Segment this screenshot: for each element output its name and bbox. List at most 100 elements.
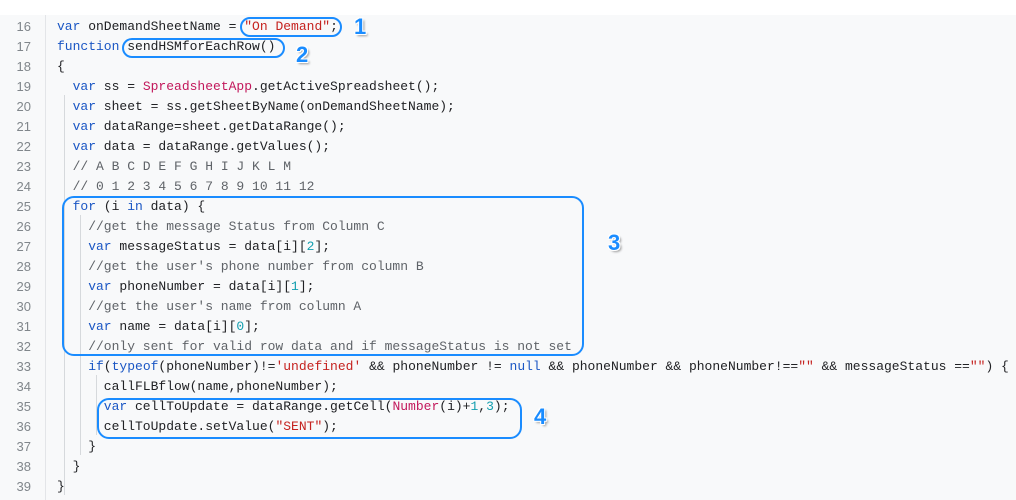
code-line: 19 var ss = SpreadsheetApp.getActiveSprea…: [0, 77, 1016, 97]
indent-guide: [64, 95, 65, 495]
line-number: 32: [16, 339, 31, 354]
code-token: && phoneNumber !=: [361, 359, 510, 374]
number-token: 1: [470, 399, 479, 414]
code-token: ];: [244, 319, 260, 334]
line-number: 27: [16, 239, 31, 254]
line-number: 37: [16, 439, 31, 454]
line-number: 16: [16, 19, 31, 34]
indent-guide: [80, 215, 81, 455]
line-number: 28: [16, 259, 31, 274]
code-token: }: [88, 439, 96, 454]
code-token: );: [322, 419, 338, 434]
code-text: var dataRange=sheet.getDataRange();: [73, 117, 346, 137]
annotation-label-2: 2: [296, 42, 309, 67]
keyword-token: var: [103, 399, 128, 414]
code-text: callFLBflow(name,phoneNumber);: [104, 377, 338, 397]
code-text: }: [57, 477, 65, 497]
code-token: {: [57, 59, 65, 74]
keyword-token: var: [88, 319, 112, 334]
string-token: "": [798, 359, 814, 374]
code-text: // A B C D E F G H I J K L M: [73, 157, 291, 177]
keyword-token: function: [57, 39, 120, 54]
class-token: Number: [392, 399, 440, 414]
string-token: "SENT": [275, 419, 323, 434]
code-token: );: [493, 399, 510, 414]
code-line: 23// A B C D E F G H I J K L M: [0, 157, 1016, 177]
annotation-box-2: [122, 38, 285, 58]
line-number: 31: [16, 319, 31, 334]
number-token: 3: [486, 399, 494, 414]
code-text: var name = data[i][0];: [88, 317, 260, 337]
comment-token: //get the user's name from column A: [88, 299, 362, 314]
code-text: {: [57, 57, 65, 77]
code-token: cellToUpdate.setValue(: [103, 419, 276, 434]
keyword-token: var: [72, 99, 96, 114]
code-line: 27 var messageStatus = data[i][2];: [0, 237, 1016, 257]
annotation-box-1: [240, 17, 342, 37]
code-token: ,: [478, 399, 487, 414]
line-number: 19: [16, 79, 31, 94]
line-number: 39: [16, 479, 31, 494]
code-token: && phoneNumber && phoneNumber!==: [540, 359, 799, 374]
line-number: 36: [16, 419, 31, 434]
keyword-token: var: [72, 79, 96, 94]
code-token: }: [72, 459, 81, 474]
line-number: 38: [16, 459, 31, 474]
annotation-box-3: [62, 196, 584, 356]
line-number: 26: [16, 219, 31, 234]
code-token: dataRange=sheet.getDataRange();: [96, 119, 346, 134]
code-text: var cellToUpdate = dataRange.getCell(Num…: [104, 397, 510, 417]
code-text: var ss = SpreadsheetApp.getActiveSpreads…: [73, 77, 440, 97]
code-line: 30 //get the user's name from column A: [0, 297, 1016, 317]
code-line: 24 // 0 1 2 3 4 5 6 7 8 9 10 11 12: [0, 177, 1016, 197]
code-line: 18{: [0, 57, 1016, 77]
comment-token: //get the message Status from Column C: [88, 219, 385, 234]
code-token: callFLBflow(name,phoneNumber);: [103, 379, 338, 394]
comment-token: //get the user's phone number from colum…: [88, 259, 424, 274]
keyword-token: in: [127, 199, 143, 214]
annotation-box-4: [97, 398, 522, 439]
code-token: }: [57, 479, 65, 494]
class-token: SpreadsheetApp: [142, 79, 253, 94]
gutter-divider: [45, 15, 46, 500]
code-token: ) {: [985, 359, 1009, 374]
annotation-label-1: 1: [354, 14, 367, 39]
line-number: 35: [16, 399, 31, 414]
comment-token: // 0 1 2 3 4 5 6 7 8 9 10 11 12: [72, 179, 315, 194]
code-text: }: [73, 457, 81, 477]
code-token: (i: [96, 199, 128, 214]
keyword-token: null: [509, 359, 541, 374]
keyword-token: var: [57, 19, 81, 34]
code-token: sheet = ss.getSheetByName(onDemandSheetN…: [96, 99, 455, 114]
indent-guide: [96, 375, 97, 435]
line-number: 25: [16, 199, 31, 214]
keyword-token: var: [88, 279, 112, 294]
comment-token: //only sent for valid row data and if me…: [88, 339, 572, 354]
code-text: for (i in data) {: [73, 197, 206, 217]
line-number: 34: [16, 379, 31, 394]
annotation-label-3: 3: [608, 230, 621, 255]
code-text: }: [88, 437, 96, 457]
annotation-label-4: 4: [534, 404, 547, 429]
code-text: var messageStatus = data[i][2];: [88, 237, 330, 257]
code-text: //only sent for valid row data and if me…: [88, 337, 572, 357]
code-token: .getActiveSpreadsheet();: [252, 79, 440, 94]
keyword-token: var: [88, 239, 112, 254]
code-line: 26 //get the message Status from Column C: [0, 217, 1016, 237]
code-line: 39}: [0, 477, 1016, 497]
line-number: 30: [16, 299, 31, 314]
code-text: var sheet = ss.getSheetByName(onDemandSh…: [73, 97, 455, 117]
code-token: sendHSMforEachRow(): [119, 39, 276, 54]
line-number: 24: [16, 179, 31, 194]
code-token: (: [103, 359, 112, 374]
code-text: var data = dataRange.getValues();: [73, 137, 330, 157]
code-text: cellToUpdate.setValue("SENT");: [104, 417, 338, 437]
comment-token: // A B C D E F G H I J K L M: [72, 159, 292, 174]
line-number: 33: [16, 359, 31, 374]
